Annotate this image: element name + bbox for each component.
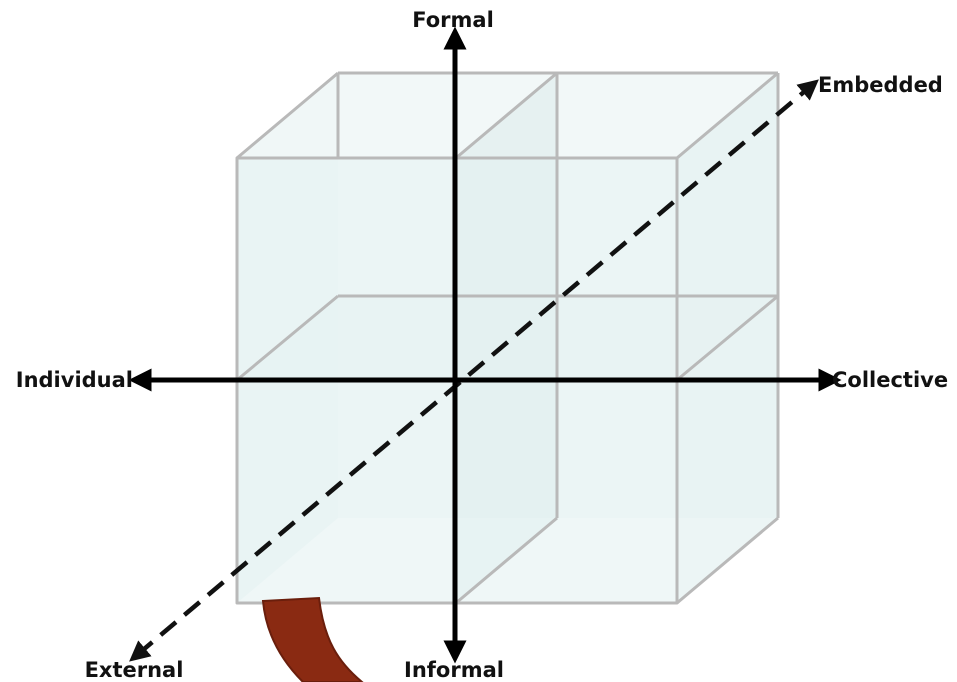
label-individual: Individual: [16, 368, 133, 392]
label-formal: Formal: [412, 8, 494, 32]
cube-faces: [237, 73, 778, 603]
label-external: External: [85, 658, 184, 682]
label-informal: Informal: [404, 658, 504, 682]
label-collective: Collective: [832, 368, 948, 392]
label-embedded: Embedded: [818, 73, 943, 97]
accent-arc-shape: [261, 596, 364, 682]
